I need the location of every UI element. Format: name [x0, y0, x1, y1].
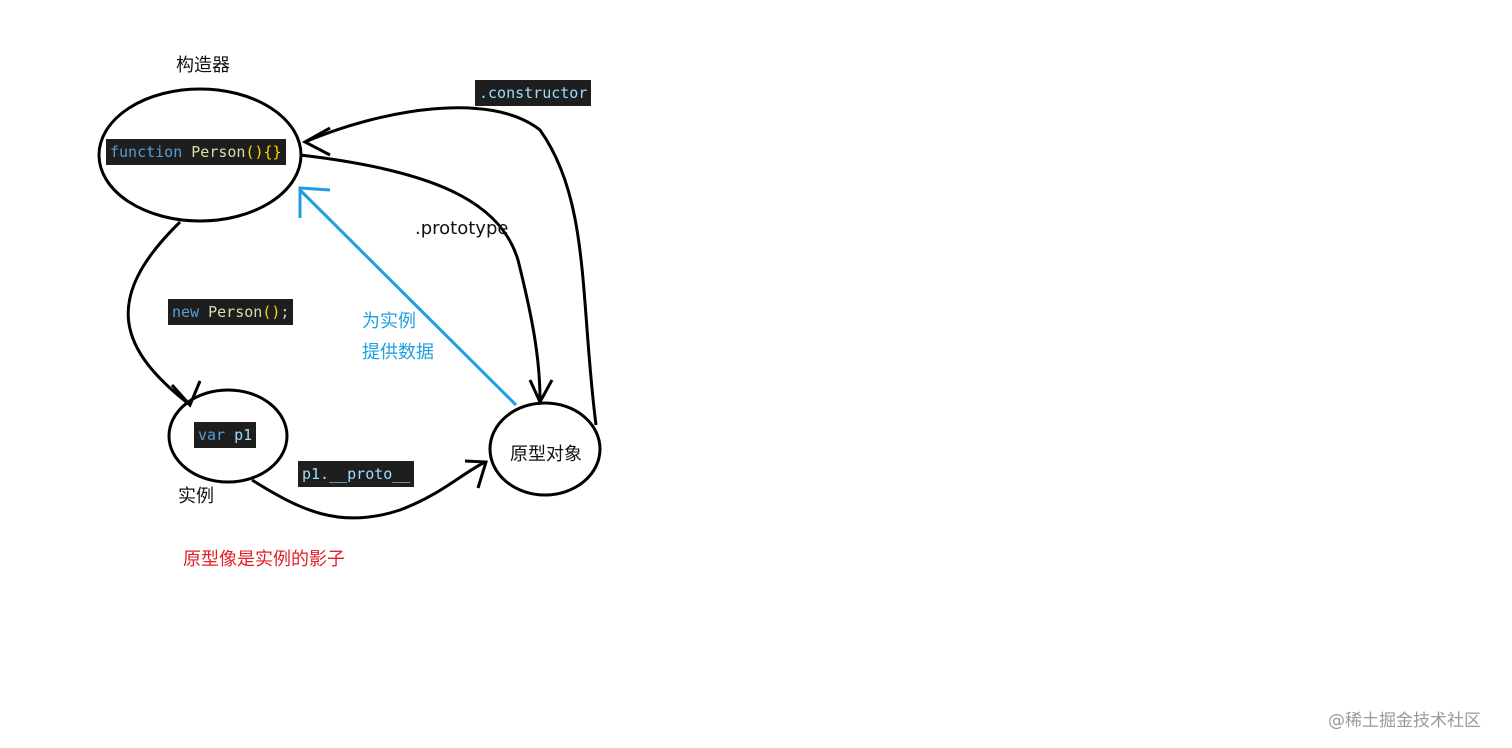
function-person-code: function Person(){}	[106, 139, 286, 165]
proto-arrow	[251, 460, 486, 520]
proto-arrowhead	[464, 459, 489, 489]
var-keyword: var	[198, 426, 226, 444]
prototype-node	[488, 401, 602, 497]
provide-data-line1: 为实例	[362, 311, 416, 332]
prototype-arrow	[299, 153, 542, 401]
instance-title: 实例	[178, 486, 214, 507]
semicolon: ;	[280, 303, 290, 321]
instance-node	[167, 388, 289, 484]
constructor-arrowhead	[301, 126, 331, 157]
prototype-arrowhead	[528, 379, 554, 406]
function-keyword: function	[110, 143, 183, 161]
var-name: p1	[234, 426, 253, 444]
prototype-object-label: 原型对象	[510, 444, 582, 465]
function-parens: ()	[245, 143, 264, 161]
new-person-arrow	[126, 220, 191, 407]
constructor-title: 构造器	[176, 55, 230, 76]
person-call-name: Person	[208, 303, 263, 321]
constructor-arrow	[304, 106, 598, 426]
new-person-code: new Person();	[168, 299, 294, 325]
provide-data-arrowhead	[298, 186, 331, 218]
constructor-prop: .constructor	[479, 84, 588, 102]
provide-data-line2: 提供数据	[362, 342, 434, 363]
person-function-name: Person	[191, 143, 246, 161]
watermark: @稀土掘金技术社区	[1328, 711, 1481, 731]
prototype-prop-label: .prototype	[415, 218, 509, 239]
new-keyword: new	[172, 303, 200, 321]
provide-data-arrow	[298, 188, 518, 407]
constructor-prop-code: .constructor	[475, 80, 592, 106]
proto-access-code: p1.__proto__	[298, 461, 415, 487]
var-p1-code: var p1	[194, 422, 257, 448]
function-braces: {}	[263, 143, 282, 161]
call-parens: ()	[262, 303, 281, 321]
new-person-arrowhead	[170, 380, 202, 408]
shadow-note: 原型像是实例的影子	[183, 549, 345, 570]
proto-access: p1.__proto__	[302, 465, 411, 483]
